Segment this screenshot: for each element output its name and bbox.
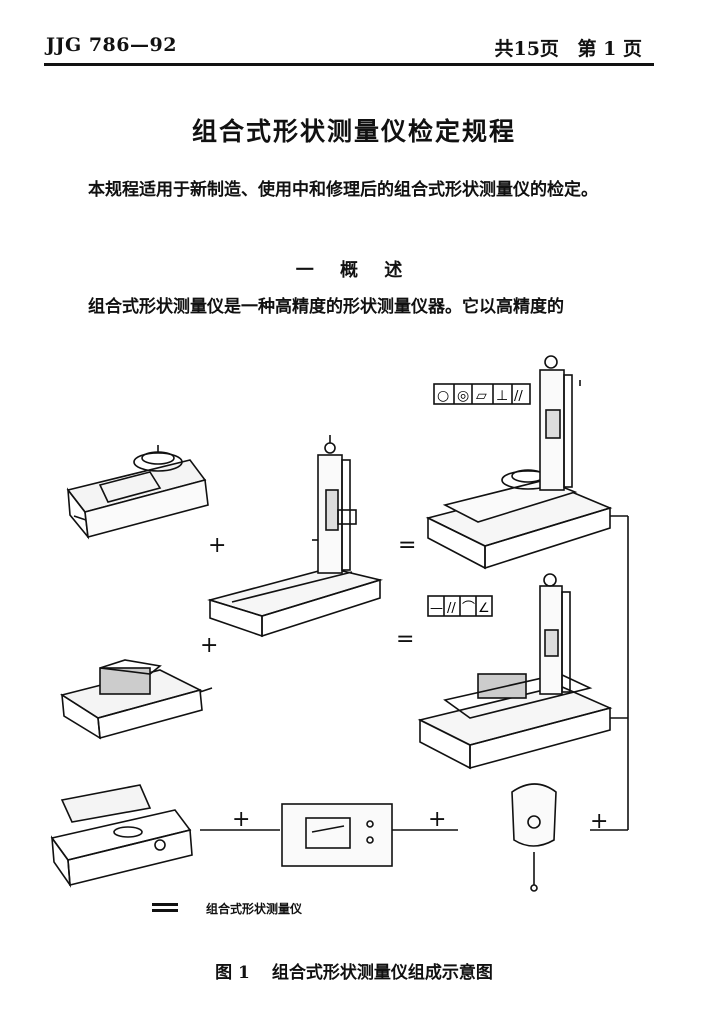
page-number: 第 1 页	[577, 38, 642, 60]
straightness-symbol: —	[430, 601, 443, 616]
legend-label: 组合式形状测量仪	[206, 902, 303, 916]
parallelism-symbol: //	[447, 601, 456, 616]
header-rule	[44, 63, 654, 66]
caption-number: 图 1	[215, 963, 250, 983]
overview-paragraph: 组合式形状测量仪是一种高精度的形状测量仪器。它以高精度的	[88, 297, 564, 317]
cylindricity-symbol: ▱	[476, 388, 487, 404]
connection-lines	[200, 515, 629, 831]
profile-symbol: ⌒	[462, 601, 475, 616]
plus-sign: +	[208, 533, 226, 558]
standard-code: JJG 786—92	[46, 34, 177, 56]
page-title: 组合式形状测量仪检定规程	[191, 117, 516, 146]
composition-diagram: + + = = + + + ○ ◎ ▱ ⊥ // — // ⌒ ∠	[50, 355, 629, 892]
concentricity-symbol: ◎	[457, 388, 469, 404]
legend-symbol	[152, 903, 178, 912]
plus-sign: +	[232, 807, 250, 832]
recorder	[50, 784, 193, 888]
plus-sign: +	[200, 633, 218, 658]
assembled-flatness-machine	[417, 573, 613, 770]
equal-sign: =	[398, 533, 416, 558]
figure-caption: 图 1 组合式形状测量仪组成示意图	[0, 958, 708, 983]
probe	[511, 783, 557, 892]
total-pages: 共15页	[494, 38, 559, 60]
page-info: 共15页 第 1 页	[482, 34, 642, 61]
section-heading: 一 概 述	[295, 260, 413, 281]
perpendicularity-symbol: ⊥	[496, 388, 508, 404]
column-stand	[207, 435, 384, 638]
roundness-unit	[66, 445, 209, 540]
roundness-symbol: ○	[437, 388, 449, 404]
caption-text: 组合式形状测量仪组成示意图	[271, 963, 493, 983]
equal-sign: =	[396, 627, 414, 652]
parallelism-symbol: //	[514, 389, 523, 404]
flatness-unit	[60, 659, 213, 740]
plus-sign: +	[590, 809, 608, 834]
plus-sign: +	[428, 807, 446, 832]
angularity-symbol: ∠	[478, 601, 490, 616]
assembled-roundness-machine	[425, 355, 613, 570]
meter-box	[281, 803, 393, 867]
intro-paragraph: 本规程适用于新制造、使用中和修理后的组合式形状测量仪的检定。	[88, 180, 598, 200]
